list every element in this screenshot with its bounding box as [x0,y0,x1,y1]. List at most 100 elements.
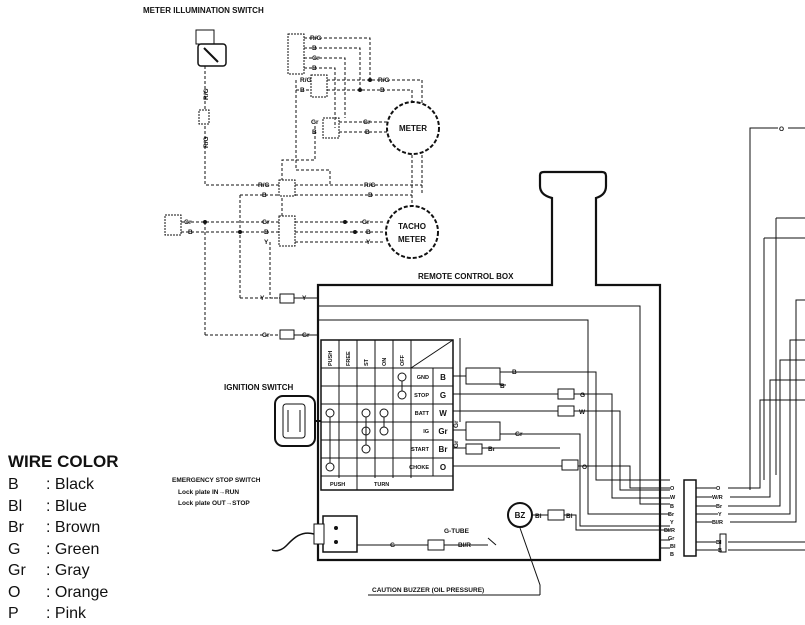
wire-label: Gr [453,420,460,428]
key-switch-icon [274,395,321,447]
wire-label: Gr [184,219,192,226]
tacho-meter: TACHO METER [385,205,439,259]
legend-code: Gr [8,562,26,579]
meter-illum-switch-label: METER ILLUMINATION SWITCH [143,6,264,15]
wire-label: B [312,65,317,72]
legend-name: : Green [46,540,100,558]
switch-row-label: IG [423,429,429,435]
wire-label: Br [716,504,723,510]
wire-label: B [366,229,371,236]
switch-col-label: ON [382,358,388,366]
legend-code: O [8,583,21,601]
legend-item: Bl : Blue [8,496,168,518]
wire-label: Gr [262,219,270,226]
meter-illum-switch-icon [195,29,227,67]
wire-label: Bl/R [712,520,723,526]
wire-label: B [312,45,317,52]
legend-item: P : Pink [8,603,168,625]
switch-turn-label: TURN [374,482,389,488]
wire-label: Y [260,295,265,302]
wire-label: B [300,87,305,94]
wire-label: B [500,383,505,390]
wire-label: B [670,504,674,510]
wire-label: B [188,229,193,236]
switch-row-label: BATT [415,411,430,417]
wire-label: B [512,369,517,376]
wire-label: Gr [311,119,319,126]
legend-item: G : Green [8,539,168,561]
wire-label: R/G [300,77,312,84]
legend-title: WIRE COLOR [8,452,119,471]
switch-col-label: OFF [400,354,406,366]
caution-buzzer: BZ [507,502,533,528]
switch-row-label: STOP [414,393,429,399]
wire-label: B [380,87,385,94]
wire-label: R/G [310,35,322,42]
switch-col-label: ST [364,358,370,366]
top-connectors [287,33,340,139]
wire-label: Y [366,239,371,246]
wire-label: R/G [203,88,210,100]
wire-label: Bl [716,540,722,546]
wire-label: B [718,548,722,554]
wire-label: R/G [258,182,270,189]
wire-label: Y [670,520,674,526]
wire-label: W [579,409,586,416]
wire-label: B [365,129,370,136]
estop-label: EMERGENCY STOP SWITCH [172,477,261,484]
legend-code: G [8,540,21,558]
wire-label: Gr [312,55,320,62]
meter-label: METER [399,124,427,133]
legend-name: : Pink [46,605,87,622]
wire-color-legend: WIRE COLOR B : Black Bl : Blue Br : Brow… [8,452,168,625]
wire-label: G [580,392,585,399]
gtube-label: G-TUBE [444,528,470,535]
switch-term-label: W [439,409,447,418]
wire-label: Bl [670,544,676,550]
wire-label: Br [488,446,496,453]
wire-label: Bl [566,513,573,520]
wire-label: W/R [712,495,723,501]
switch-row-label: CHOKE [409,465,429,471]
buzzer-label: BZ [515,511,526,520]
switch-row-label: START [411,447,430,453]
switch-term-label: O [440,463,446,472]
legend-code: P [8,605,19,622]
legend-code: Br [8,519,24,536]
wire-label: B [670,552,674,558]
legend-name: : Orange [46,583,109,601]
switch-term-label: Br [439,445,448,454]
switch-term-label: B [440,373,446,382]
ignition-switch-label: IGNITION SWITCH [224,383,294,392]
switch-col-label: FREE [346,351,352,366]
wire-label: B [264,229,269,236]
wire-label: Bl/R [664,528,675,534]
wire-label: R/G [203,136,210,148]
switch-row-label: GND [417,375,429,381]
legend-item: O : Orange [8,582,168,604]
legend-item: Br : Brown [8,517,168,539]
estop-run-label: Lock plate IN→RUN [178,489,239,496]
legend-item: B : Black [8,474,168,496]
estop-stop-label: Lock plate OUT→STOP [178,500,250,507]
wire-label: O [716,486,721,492]
wire-label: W [670,495,676,501]
legend-code: Bl [8,497,23,515]
wire-label: O [582,464,587,471]
wire-label: Gr [362,219,370,226]
switch-push-label: PUSH [330,482,345,488]
legend-code: B [8,476,19,493]
switch-term-label: G [440,391,446,400]
wire-label: R/G [378,77,390,84]
wire-label: Gr [515,431,523,438]
switch-term-label: Gr [438,427,447,436]
wire-label: O [779,126,784,133]
wire-label: Gr [453,440,460,448]
legend-name: : Brown [46,519,101,536]
wire-label: Br [668,512,675,518]
legend-item: Gr : Gray [8,560,168,582]
remote-box-label: REMOTE CONTROL BOX [418,272,514,281]
wire-label: Gr [363,119,371,126]
wire-label: Bl [535,513,542,520]
wire-label: Gr [262,332,270,339]
